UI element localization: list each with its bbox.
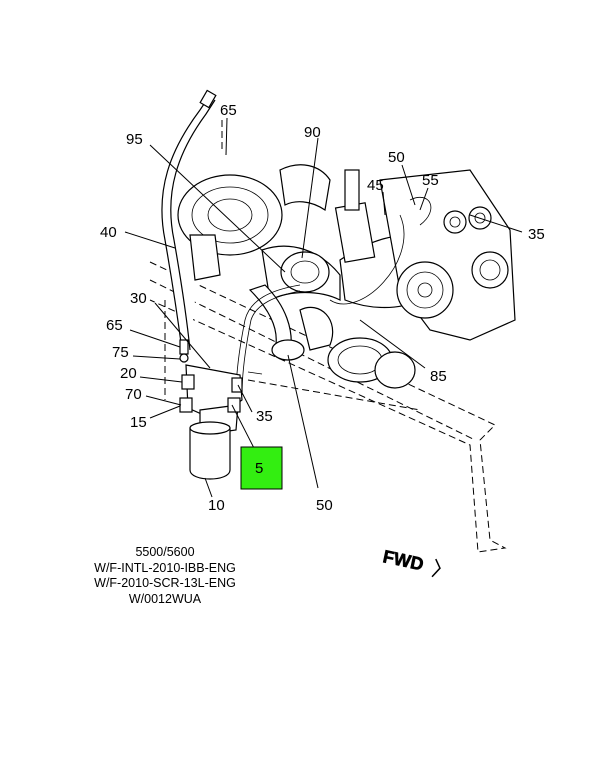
caption-line-4: W/0012WUA	[128, 591, 202, 606]
coolant-line	[235, 284, 301, 396]
fwd-label: FWD	[381, 546, 425, 574]
callout-95[interactable]: 95	[126, 131, 143, 148]
caption-line-3: W/F-2010-SCR-13L-ENG	[94, 576, 236, 590]
callout-65-left[interactable]: 65	[106, 317, 123, 334]
highlight-box[interactable]	[240, 446, 283, 490]
callout-55[interactable]: 55	[422, 172, 439, 189]
callout-labels: 65 95 90 50 55 45 35 40 30 65 75 20 70 1…	[100, 102, 545, 514]
callout-30[interactable]: 30	[130, 290, 147, 307]
callout-75[interactable]: 75	[112, 344, 129, 361]
fwd-indicator: FWD	[381, 546, 441, 578]
callout-35-right[interactable]: 35	[528, 226, 545, 243]
leader-lines	[124, 117, 523, 498]
callout-50-top[interactable]: 50	[388, 149, 405, 166]
callout-65-top[interactable]: 65	[220, 102, 237, 119]
frame-rail	[149, 261, 507, 553]
callout-10[interactable]: 10	[208, 497, 225, 514]
filter-assembly	[179, 339, 263, 480]
fwd-arrow-icon	[431, 558, 441, 578]
callout-15[interactable]: 15	[130, 414, 147, 431]
callout-40[interactable]: 40	[100, 224, 117, 241]
callout-50-bottom[interactable]: 50	[316, 497, 333, 514]
callout-90[interactable]: 90	[304, 124, 321, 141]
caption-line-1: 5500/5600	[135, 545, 195, 559]
callout-45[interactable]: 45	[367, 177, 384, 194]
applicability-caption: 5500/5600 W/F-INTL-2010-IBB-ENG W/F-2010…	[60, 545, 270, 607]
callout-5[interactable]: 5	[255, 460, 263, 477]
callout-20[interactable]: 20	[120, 365, 137, 382]
callout-70[interactable]: 70	[125, 386, 142, 403]
caption-line-2: W/F-INTL-2010-IBB-ENG	[94, 560, 236, 575]
callout-35-mid[interactable]: 35	[256, 408, 273, 425]
engine-assembly	[177, 164, 516, 389]
callout-85[interactable]: 85	[430, 368, 447, 385]
